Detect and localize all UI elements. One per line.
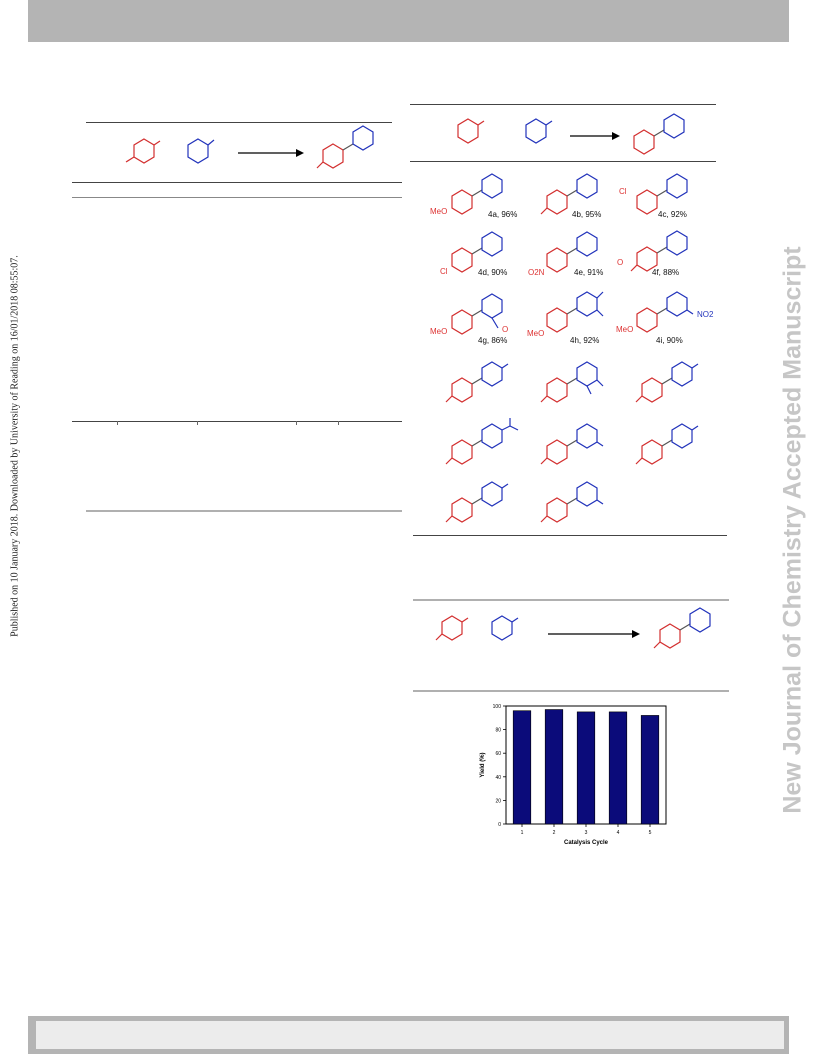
product-structure xyxy=(445,418,519,465)
recycle-top-rule xyxy=(413,599,729,601)
header-bar xyxy=(28,0,789,42)
product-structure xyxy=(540,481,604,523)
product-structure xyxy=(540,423,604,465)
scope-header-rule xyxy=(410,161,716,162)
y-tick-label: 80 xyxy=(495,728,501,734)
product-structure-4b xyxy=(540,173,598,215)
product-extra-group: NO2 xyxy=(697,310,714,319)
product-structure-4e xyxy=(546,231,598,273)
product-yield-4b: 4b, 95% xyxy=(572,210,602,219)
bar xyxy=(544,709,564,825)
y-tick-label: 60 xyxy=(495,751,501,757)
recycle-aryl-b xyxy=(491,615,519,641)
x-tick-label: 1 xyxy=(521,830,524,836)
footer-bar-inner xyxy=(36,1021,784,1049)
product-structure-4f xyxy=(630,230,688,272)
publication-notice: Published on 10 January 2018. Downloaded… xyxy=(4,236,26,656)
left-table-col-tick xyxy=(117,421,118,425)
product-structure xyxy=(445,481,509,523)
product-structure-4h xyxy=(546,291,604,333)
journal-watermark: New Journal of Chemistry Accepted Manusc… xyxy=(770,170,816,890)
product-yield-4i: 4i, 90% xyxy=(656,336,683,345)
product-yield-4h: 4h, 92% xyxy=(570,336,600,345)
x-tick-label: 5 xyxy=(649,830,652,836)
product-substituent: MeO xyxy=(430,327,448,336)
bar xyxy=(608,711,628,825)
product-substituent: Cl xyxy=(619,187,627,196)
x-tick-label: 4 xyxy=(617,830,620,836)
left-table-bottom-rule xyxy=(86,510,402,512)
left-scheme-arrow xyxy=(238,149,304,157)
y-tick-label: 20 xyxy=(495,798,501,804)
product-substituent: O2N xyxy=(528,268,545,277)
scope-top-rule xyxy=(410,104,716,105)
journal-watermark-text: New Journal of Chemistry Accepted Manusc… xyxy=(778,246,807,814)
left-table-col-tick xyxy=(197,421,198,425)
left-table-top-rule xyxy=(86,122,392,123)
product-yield-4e: 4e, 91% xyxy=(574,268,604,277)
publication-notice-text: Published on 10 January 2018. Downloaded… xyxy=(9,255,21,637)
left-table-mid-rule xyxy=(72,421,402,422)
y-tick-label: 40 xyxy=(495,775,501,781)
left-table-header-rule-2 xyxy=(72,197,402,198)
left-scheme-aryl-b xyxy=(187,138,215,164)
product-structure-4d xyxy=(451,231,503,273)
left-table-col-tick xyxy=(338,421,339,425)
recycle-bottom-rule xyxy=(413,690,729,692)
y-tick-label: 100 xyxy=(493,704,502,710)
product-yield-4d: 4d, 90% xyxy=(478,268,508,277)
product-structure-4a xyxy=(451,173,503,215)
scope-bottom-rule xyxy=(413,535,727,536)
y-tick-label: 0 xyxy=(498,822,501,828)
product-substituent: MeO xyxy=(527,329,545,338)
bar xyxy=(576,711,596,825)
product-yield-4a: 4a, 96% xyxy=(488,210,518,219)
product-structure xyxy=(540,361,604,403)
product-substituent: MeO xyxy=(430,207,448,216)
left-scheme-product xyxy=(316,125,374,169)
left-table-col-tick xyxy=(296,421,297,425)
product-substituent: MeO xyxy=(616,325,634,334)
product-structure xyxy=(445,361,509,403)
recycle-arrow xyxy=(548,630,640,638)
product-structure-4c xyxy=(636,173,688,215)
bar xyxy=(512,710,532,825)
x-tick-label: 3 xyxy=(585,830,588,836)
product-extra-group: O xyxy=(502,325,509,334)
product-substituent: O xyxy=(617,258,624,267)
product-substituent: Cl xyxy=(440,267,448,276)
bar xyxy=(640,715,660,825)
y-axis-label: Yield (%) xyxy=(480,752,486,777)
x-tick-label: 2 xyxy=(553,830,556,836)
product-yield-4c: 4c, 92% xyxy=(658,210,687,219)
scope-scheme-product xyxy=(633,113,685,155)
product-structure-4g xyxy=(451,293,503,335)
product-structure xyxy=(635,423,699,465)
recycle-aryl-a xyxy=(435,615,469,641)
scope-scheme-arrow xyxy=(570,132,620,140)
product-yield-4f: 4f, 88% xyxy=(652,268,680,277)
recycle-product xyxy=(653,607,711,649)
left-table-header-rule-1 xyxy=(72,182,402,183)
x-axis-label: Catalysis Cycle xyxy=(564,840,609,846)
product-yield-4g: 4g, 86% xyxy=(478,336,508,345)
left-scheme-aryl-a xyxy=(125,138,161,164)
product-structure xyxy=(635,361,699,403)
scope-scheme-aryl-b xyxy=(525,118,553,144)
scope-scheme-aryl-a xyxy=(457,118,485,144)
product-structure-4i xyxy=(636,291,694,333)
